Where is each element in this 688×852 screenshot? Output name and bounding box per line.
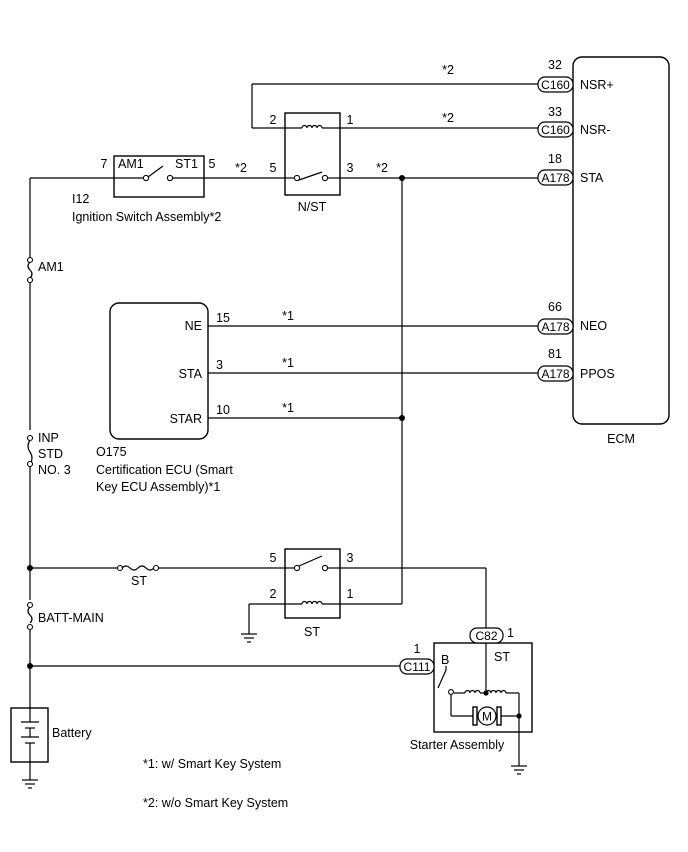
fuse-am1: AM1 [26, 256, 64, 284]
ignition-pin-left: 7 [101, 157, 108, 171]
nst-pin-bl: 5 [270, 161, 277, 175]
ignition-connector: I12 [72, 192, 89, 206]
ecm-connector-nsr-minus: C160 [541, 123, 570, 137]
cert-pin-name-ne: NE [185, 319, 202, 333]
st-pin-tl: 5 [270, 551, 277, 565]
st-pin-tr: 3 [347, 551, 354, 565]
cert-name-line1: Certification ECU (Smart [96, 463, 233, 477]
fuse-batt-main-label: BATT-MAIN [38, 611, 104, 625]
ecm-pin-num-sta: 18 [548, 152, 562, 166]
ecm-connector-neo: A178 [541, 320, 569, 334]
motor-brush-left-icon [472, 706, 478, 726]
ecm-pin-num-ppos: 81 [548, 347, 562, 361]
ignition-term-right: ST1 [175, 157, 198, 171]
ecm-pin-name-neo: NEO [580, 319, 607, 333]
fuse-st-label: ST [131, 574, 147, 588]
ecm-pin-num-nsr-minus: 33 [548, 105, 562, 119]
ignition-name: Ignition Switch Assembly*2 [72, 210, 221, 224]
fuse-st: ST [116, 564, 160, 588]
nst-label: N/ST [298, 200, 327, 214]
motor-icon [477, 706, 497, 726]
starter-label: Starter Assembly [410, 738, 505, 752]
starter-term-st: ST [494, 650, 510, 664]
junctions [27, 175, 405, 669]
note-nsr-minus: *2 [442, 111, 454, 125]
ecm-pin-name-ppos: PPOS [580, 367, 615, 381]
cert-pin-name-star: STAR [170, 412, 202, 426]
ecm-label: ECM [607, 432, 635, 446]
ecm-connector-ppos: A178 [541, 367, 569, 381]
st-relay: 5 3 2 1 ST [270, 548, 354, 639]
starter-connector-b: C111 [404, 660, 431, 674]
battery: Battery [10, 707, 92, 763]
nst-pin-tl: 2 [270, 113, 277, 127]
starter-connector-st: C82 [475, 629, 497, 643]
starter-pin-st-num: 1 [507, 626, 514, 640]
st-relay-ground-icon [241, 633, 257, 643]
note-nsr-plus: *2 [442, 63, 454, 77]
nst-relay: 2 1 5 3 N/ST [270, 112, 354, 214]
starter-pin-b-num: 1 [414, 642, 421, 656]
ignition-switch: AM1 ST1 7 5 I12 Ignition Switch Assembly… [72, 155, 221, 224]
starter-term-b: B [441, 653, 449, 667]
footnote-1: *1: w/ Smart Key System [143, 757, 281, 771]
fuse-inp-std-no3: INP STD NO. 3 [26, 431, 71, 477]
cert-pin-num-star: 10 [216, 403, 230, 417]
fuse-inp-line1: INP [38, 431, 59, 445]
nst-pin-tr: 1 [347, 113, 354, 127]
ecm-connector-nsr-plus: C160 [541, 78, 570, 92]
wires [29, 83, 538, 780]
st-pin-br: 1 [347, 587, 354, 601]
ignition-pin-right: 5 [209, 157, 216, 171]
note-ig-to-nst: *2 [235, 161, 247, 175]
ecm-pin-name-sta: STA [580, 171, 604, 185]
cert-pin-num-sta: 3 [216, 358, 223, 372]
ecm-pin-num-neo: 66 [548, 300, 562, 314]
note-nst-to-sta: *2 [376, 161, 388, 175]
fuse-am1-label: AM1 [38, 260, 64, 274]
st-pin-bl: 2 [270, 587, 277, 601]
starter-ground-icon [511, 765, 527, 775]
motor-label: M [482, 710, 492, 724]
motor-brush-right-icon [496, 706, 502, 726]
st-relay-label: ST [304, 625, 320, 639]
certification-ecu: NE STA STAR 15 3 10 O175 Certification E… [96, 302, 233, 494]
battery-ground-icon [22, 779, 38, 789]
note-ne: *1 [282, 309, 294, 323]
fuse-batt-main: BATT-MAIN [26, 601, 104, 631]
footnote-2: *2: w/o Smart Key System [143, 796, 288, 810]
cert-name-line2: Key ECU Assembly)*1 [96, 480, 220, 494]
fuse-inp-line2: STD [38, 447, 63, 461]
nst-pin-br: 3 [347, 161, 354, 175]
cert-pin-num-ne: 15 [216, 311, 230, 325]
note-star: *1 [282, 401, 294, 415]
ignition-term-left: AM1 [118, 157, 144, 171]
ecm-connector-sta: A178 [541, 171, 569, 185]
ecm-module: ECM 32 C160 NSR+ 33 C160 NSR- 18 A178 ST… [537, 56, 670, 446]
battery-label: Battery [52, 726, 92, 740]
cert-pin-name-sta: STA [179, 367, 203, 381]
ecm-pin-name-nsr-plus: NSR+ [580, 78, 614, 92]
fuse-inp-line3: NO. 3 [38, 463, 71, 477]
ecm-pin-num-nsr-plus: 32 [548, 58, 562, 72]
note-sta: *1 [282, 356, 294, 370]
starter-assembly: 1 C111 B C82 1 ST M Starter Assembly [399, 626, 533, 752]
ecm-pin-name-nsr-minus: NSR- [580, 123, 611, 137]
cert-connector: O175 [96, 445, 127, 459]
